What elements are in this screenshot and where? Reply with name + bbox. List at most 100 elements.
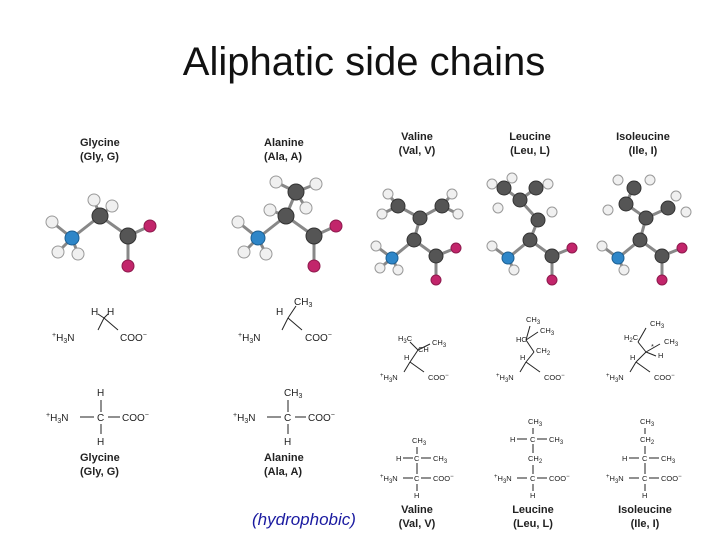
val-f-ch3side: CH3 bbox=[433, 454, 448, 465]
leu-h: H bbox=[520, 353, 525, 362]
leucine-name-top: Leucine bbox=[509, 131, 551, 143]
val-ch3: CH3 bbox=[432, 338, 447, 349]
val-f-nh3: +H3N bbox=[380, 474, 398, 485]
leucine-abbr-bottom: (Leu, L) bbox=[513, 518, 553, 530]
leu-f-ch2: CH2 bbox=[528, 454, 543, 465]
ile-h2c: H2C bbox=[624, 333, 639, 344]
leucine-fischer: CH3 H C CH3 CH2 +H3N C COO− H bbox=[494, 417, 570, 500]
gly-f-nh3: +H3N bbox=[46, 412, 68, 425]
ile-ch3a: CH3 bbox=[650, 319, 665, 330]
ala-f-coo: COO− bbox=[308, 412, 335, 424]
isoleucine-ball-model bbox=[596, 174, 692, 286]
valine-fischer: CH3 H C CH3 +H3N C COO− H bbox=[380, 436, 454, 500]
val-f-h: H bbox=[396, 454, 401, 463]
isoleucine-abbr-top: (Ile, I) bbox=[629, 145, 658, 157]
gly-f-c: C bbox=[97, 413, 104, 424]
leucine-skeletal: CH3 CH3 HC CH2 H +H3N COO− bbox=[496, 315, 565, 384]
isoleucine-fischer: CH3 CH2 H C CH3 +H3N C COO− H bbox=[606, 417, 682, 500]
alanine-name-top: Alanine bbox=[264, 137, 304, 149]
ile-f-c1: C bbox=[642, 454, 648, 463]
valine-skeletal: H3C CH3 CH H +H3N COO− bbox=[380, 334, 449, 384]
leu-f-coo: COO− bbox=[549, 474, 570, 483]
val-f-coo: COO− bbox=[433, 474, 454, 483]
ile-f-nh3: +H3N bbox=[606, 474, 624, 485]
leu-f-hbot: H bbox=[530, 491, 535, 500]
alanine-ball-model bbox=[231, 175, 343, 273]
ile-f-ch3top: CH3 bbox=[640, 417, 655, 428]
leucine-abbr-top: (Leu, L) bbox=[510, 145, 550, 157]
ile-ch3b: CH3 bbox=[664, 337, 679, 348]
ile-f-ch3side: CH3 bbox=[661, 454, 676, 465]
isoleucine-name-bottom: Isoleucine bbox=[618, 504, 672, 516]
leu-f-ch3top: CH3 bbox=[528, 417, 543, 428]
ile-f-ch2: CH2 bbox=[640, 435, 655, 446]
ala-f-c: C bbox=[284, 413, 291, 424]
val-coo: COO− bbox=[428, 373, 449, 382]
leu-ch2: CH2 bbox=[536, 346, 551, 357]
valine-name-bottom: Valine bbox=[401, 504, 433, 516]
glycine-name-top: Glycine bbox=[80, 137, 120, 149]
alanine-skeletal: H CH3 +H3N COO− bbox=[238, 297, 332, 345]
ala-nh3: +H3N bbox=[238, 332, 260, 345]
val-h: H bbox=[404, 353, 409, 362]
ala-coo: COO− bbox=[305, 332, 332, 344]
slide-title: Aliphatic side chains bbox=[182, 40, 546, 84]
ile-coo: COO− bbox=[654, 373, 675, 382]
ala-f-ch3: CH3 bbox=[284, 388, 302, 400]
gly-nh3: +H3N bbox=[52, 332, 74, 345]
ala-h: H bbox=[276, 307, 283, 318]
leu-ch3a: CH3 bbox=[526, 315, 541, 326]
val-f-c2: C bbox=[414, 474, 420, 483]
val-ch: CH bbox=[418, 345, 429, 354]
leucine-ball-model bbox=[486, 172, 578, 286]
gly-f-htop: H bbox=[97, 388, 104, 399]
isoleucine-abbr-bottom: (Ile, I) bbox=[631, 518, 660, 530]
valine-name-top: Valine bbox=[401, 131, 433, 143]
leu-coo: COO− bbox=[544, 373, 565, 382]
gly-h2: H bbox=[107, 307, 114, 318]
leu-nh3: +H3N bbox=[496, 373, 514, 384]
ala-f-nh3: +H3N bbox=[233, 412, 255, 425]
gly-f-coo: COO− bbox=[122, 412, 149, 424]
leu-f-h: H bbox=[510, 435, 515, 444]
ile-f-c2: C bbox=[642, 474, 648, 483]
ile-h-side: H bbox=[658, 351, 663, 360]
isoleucine-name-top: Isoleucine bbox=[616, 131, 670, 143]
valine-abbr-bottom: (Val, V) bbox=[399, 518, 436, 530]
glycine-name-bottom: Glycine bbox=[80, 452, 120, 464]
valine-abbr-top: (Val, V) bbox=[399, 145, 436, 157]
ala-f-h: H bbox=[284, 437, 291, 448]
valine-ball-model bbox=[370, 188, 464, 286]
alanine-fischer: CH3 +H3N C COO− H bbox=[233, 388, 335, 448]
glycine-fischer: H +H3N C COO− H bbox=[46, 388, 149, 448]
hydrophobic-note: (hydrophobic) bbox=[252, 510, 356, 529]
glycine-skeletal: H H +H3N COO− bbox=[52, 307, 147, 345]
leucine-name-bottom: Leucine bbox=[512, 504, 554, 516]
alanine-abbr-top: (Ala, A) bbox=[264, 151, 302, 163]
leu-f-c2: C bbox=[530, 474, 536, 483]
val-h3c: H3C bbox=[398, 334, 413, 345]
ile-f-h: H bbox=[622, 454, 627, 463]
val-nh3: +H3N bbox=[380, 373, 398, 384]
ile-f-hbot: H bbox=[642, 491, 647, 500]
ala-ch3: CH3 bbox=[294, 297, 312, 309]
leu-f-c1: C bbox=[530, 435, 536, 444]
ile-star: * bbox=[651, 342, 654, 351]
ile-nh3: +H3N bbox=[606, 373, 624, 384]
glycine-ball-model bbox=[45, 193, 157, 273]
gly-coo: COO− bbox=[120, 332, 147, 344]
ile-h: H bbox=[630, 353, 635, 362]
val-f-ch3top: CH3 bbox=[412, 436, 427, 447]
val-f-c1: C bbox=[414, 454, 420, 463]
ile-f-coo: COO− bbox=[661, 474, 682, 483]
alanine-abbr-bottom: (Ala, A) bbox=[264, 466, 302, 478]
gly-h1: H bbox=[91, 307, 98, 318]
glycine-abbr-top: (Gly, G) bbox=[80, 151, 119, 163]
isoleucine-skeletal: CH3 H2C CH3 * H H +H3N COO− bbox=[606, 319, 679, 384]
gly-f-hbot: H bbox=[97, 437, 104, 448]
leu-f-nh3: +H3N bbox=[494, 474, 512, 485]
leu-f-ch3side: CH3 bbox=[549, 435, 564, 446]
glycine-abbr-bottom: (Gly, G) bbox=[80, 466, 119, 478]
